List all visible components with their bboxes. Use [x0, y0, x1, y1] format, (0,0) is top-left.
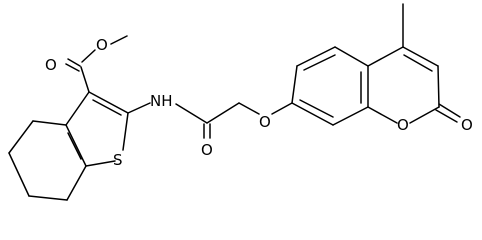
bond-carbonyl-ch2 [206, 102, 240, 124]
bond-ch2-ether-o [238, 102, 260, 115]
bond-c2-c3-inner [92, 99, 122, 116]
atom-label-ester-o: O [96, 36, 108, 54]
bond-c7-c6 [291, 65, 298, 104]
bond-carbonyl-double [67, 58, 81, 67]
bond-c3-c3a [65, 91, 90, 126]
bond-c4-c5 [8, 120, 34, 154]
bond-c8-c7-inner [299, 99, 334, 118]
chemical-structure-diagram: O O NH S O O O O [8, 3, 473, 201]
bond-c6-c5 [296, 46, 336, 67]
bond-c2-ring-o [409, 106, 440, 124]
bond-ether-o-c7 [271, 102, 293, 115]
atom-label-amide-o: O [201, 141, 213, 159]
bond-c6-c5-inner [303, 54, 336, 71]
atom-label-thiophene-s: S [113, 151, 123, 169]
bond-c2-lactone-o-2 [435, 109, 458, 123]
atom-label-carbonyl-o: O [45, 56, 57, 74]
bond-c8-c7 [291, 102, 334, 126]
bond-c3-c2 [437, 65, 440, 108]
bonds [8, 3, 461, 201]
bond-c8a-c8 [332, 106, 369, 126]
bond-c5-c4a [334, 46, 369, 67]
bond-c2-lactone-o-1 [438, 103, 461, 118]
atom-labels: O O NH S O O O O [45, 36, 473, 169]
bond-s-c7a [85, 160, 116, 167]
atom-label-ether-o: O [259, 113, 271, 131]
bond-c4-c3 [402, 46, 439, 67]
bond-ring-o-c8a [367, 106, 398, 124]
bond-methyl-ester-o [110, 35, 128, 45]
bond-c6-c7 [28, 195, 68, 201]
structure-canvas: O O NH S O O O O [8, 3, 473, 201]
bond-c3a-c4 [32, 120, 67, 126]
bond-carbonyl-c3 [80, 66, 90, 93]
bond-c5-c6 [8, 152, 30, 197]
bond-c3-c2 [88, 91, 129, 114]
bond-c7a-c3a [65, 124, 87, 167]
bond-carbonyl-double-2 [65, 63, 80, 72]
bond-nh-carbonyl [175, 103, 208, 124]
atom-label-lactone-o: O [461, 116, 473, 134]
bond-c2-s [122, 112, 129, 151]
bond-c7a-c3a-inner [67, 132, 82, 160]
bond-c7-c7a [66, 165, 87, 201]
bond-c2-nh [127, 102, 151, 114]
atom-label-amide-nh: NH [150, 92, 173, 110]
bond-c4-c3-inner [403, 54, 433, 72]
bond-ester-o-carbonyl-c [81, 49, 96, 63]
atom-label-ring-o: O [397, 116, 409, 134]
bond-c4a-c4 [367, 46, 404, 67]
